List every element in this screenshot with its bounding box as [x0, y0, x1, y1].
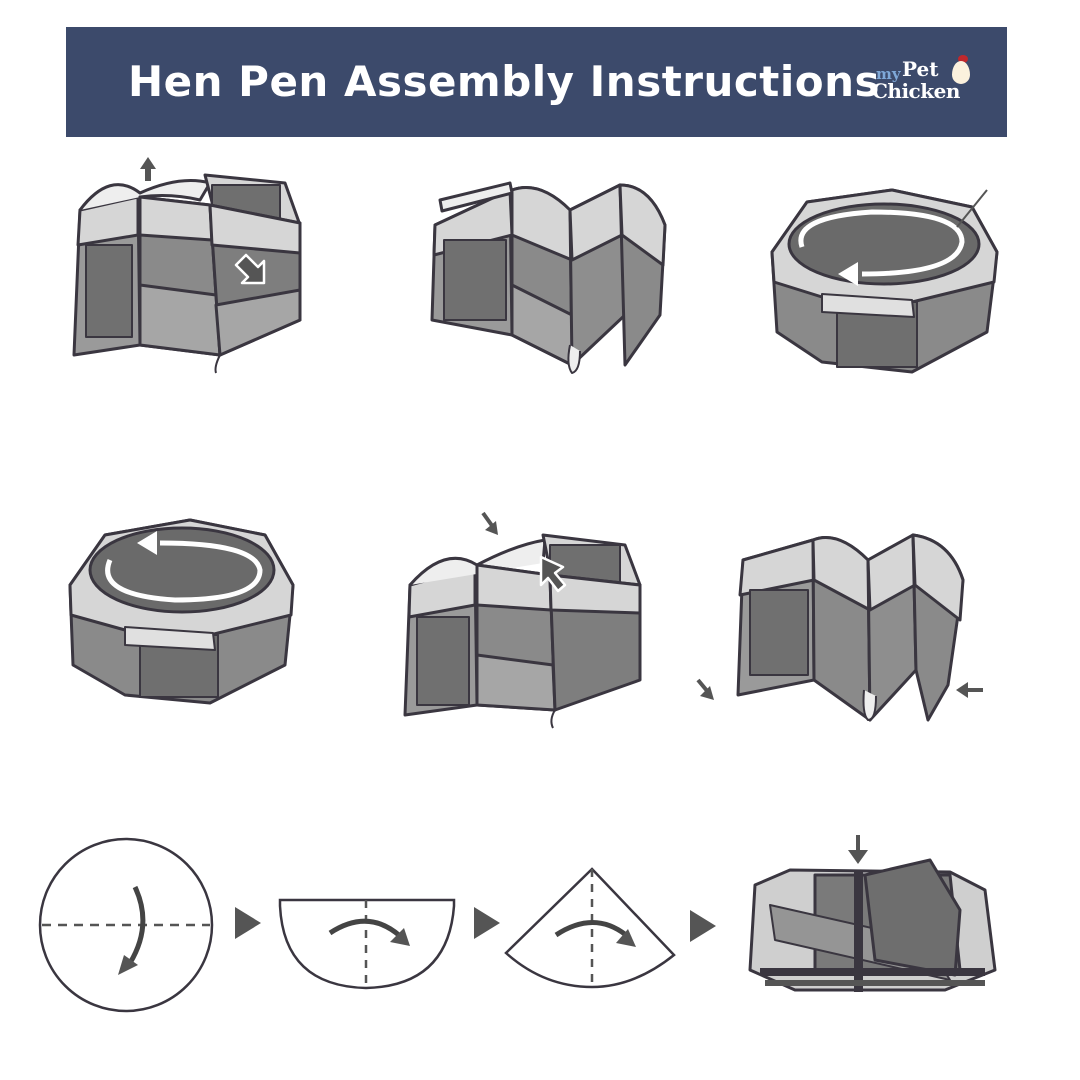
curved-arrow-down-icon [118, 885, 146, 975]
step-4-illustration [65, 515, 300, 710]
circular-arrow-icon [798, 209, 965, 277]
chicken-comb-icon [958, 55, 968, 63]
page-title: Hen Pen Assembly Instructions [128, 57, 881, 106]
arrow-up-left-icon [539, 555, 567, 593]
arrow-down-icon [848, 835, 868, 864]
triangle-right-icon [474, 907, 500, 939]
curved-arrow-right-icon [328, 918, 410, 946]
chicken-egg-icon [952, 61, 970, 84]
fold-step-circle [38, 835, 218, 1015]
fold-step-half-circle [278, 898, 456, 990]
fold-step-final-folded-pen [745, 830, 1000, 1000]
step-5-illustration [395, 505, 655, 730]
curved-arrow-right-icon [554, 920, 636, 947]
logo-chicken-text: Chicken [872, 79, 960, 103]
header-banner: Hen Pen Assembly Instructions my Pet Chi… [66, 27, 1007, 137]
step-2-illustration [420, 165, 680, 385]
logo-pet-text: Pet [902, 57, 939, 81]
triangle-right-icon [690, 910, 716, 942]
my-pet-chicken-logo: my Pet Chicken [872, 55, 982, 113]
arrow-down-left-icon [696, 678, 714, 700]
triangle-right-icon [235, 907, 261, 939]
fold-step-quarter-circle [504, 865, 679, 990]
sequence-arrow-2 [474, 907, 502, 939]
sequence-arrow-3 [690, 910, 718, 942]
step-1-illustration [60, 145, 320, 375]
arrow-up-icon [140, 157, 156, 181]
logo-my-text: my [876, 65, 901, 83]
step-3-illustration [762, 182, 1002, 377]
arrow-down-icon [481, 511, 498, 535]
circular-arrow-icon [105, 540, 263, 603]
step-6-illustration [688, 520, 988, 735]
sequence-arrow-1 [235, 907, 263, 939]
arrow-down-right-icon [234, 253, 266, 285]
arrow-left-icon [956, 682, 983, 698]
